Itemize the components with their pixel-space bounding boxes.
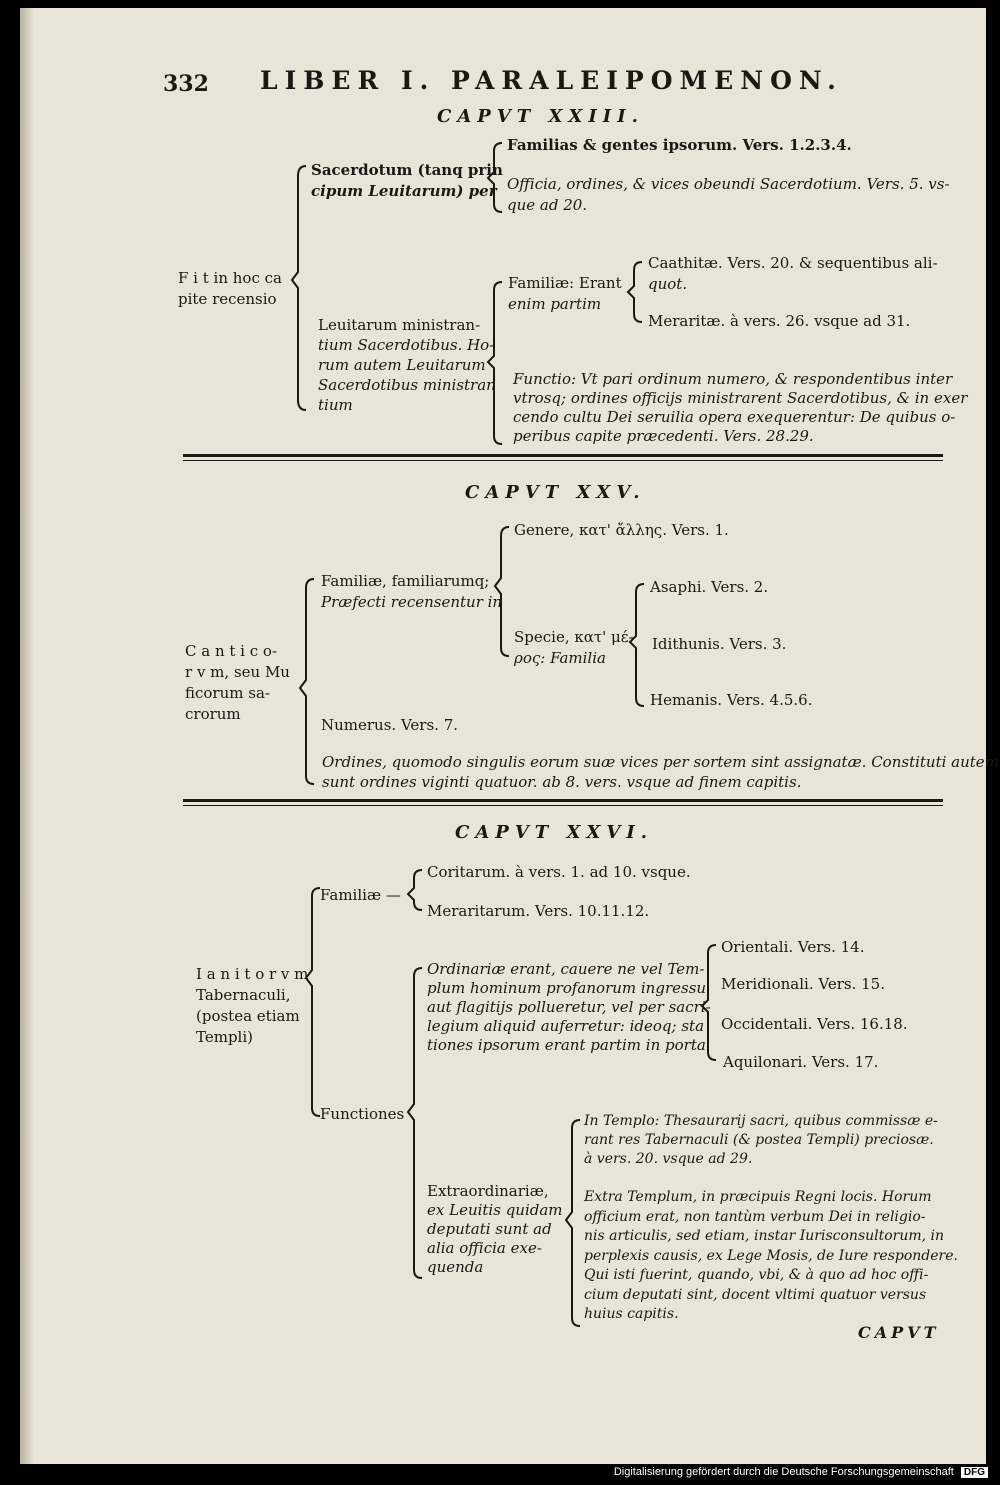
node-familiae: Familiæ, familiarumq;Præfecti recensentu… <box>321 572 503 611</box>
node-meraritae: Meraritæ. à vers. 26. vsque ad 31. <box>648 312 911 330</box>
section-divider <box>183 805 943 806</box>
node-ordinariae: Ordinariæ erant, cauere ne vel Tem-plum … <box>427 960 711 1054</box>
footer-text: Digitalisierung gefördert durch die Deut… <box>613 1466 954 1478</box>
digitization-footer: Digitalisierung gefördert durch die Deut… <box>614 1466 988 1478</box>
section-divider <box>183 799 943 802</box>
node-leuitarum: Leuitarum ministran-tium Sacerdotibus. H… <box>318 316 496 414</box>
page-number: 332 <box>163 71 209 97</box>
node-genere: Genere, κατ' ἄλλης. Vers. 1. <box>514 521 729 539</box>
node-functiones: Functiones <box>320 1105 405 1123</box>
chapter-title: CAPVT XXIII. <box>437 106 644 127</box>
node-officia: Officia, ordines, & vices obeundi Sacerd… <box>507 175 950 214</box>
node-ordines: Ordines, quomodo singulis eorum suæ vice… <box>322 753 999 791</box>
node-meridionali: Meridionali. Vers. 15. <box>721 975 885 993</box>
node-functio: Functio: Vt pari ordinum numero, & respo… <box>513 370 968 445</box>
node-orientali: Orientali. Vers. 14. <box>721 938 865 956</box>
node-idithunis: Idithunis. Vers. 3. <box>652 635 787 653</box>
running-head: LIBER I. PARALEIPOMENON. <box>260 66 843 95</box>
node-meraritarum: Meraritarum. Vers. 10.11.12. <box>427 902 650 920</box>
node-in-templo: In Templo: Thesaurarij sacri, quibus com… <box>584 1113 938 1167</box>
chapter-title: CAPVT XXV. <box>465 482 646 503</box>
chapter-title: CAPVT XXVI. <box>455 822 654 843</box>
node-occidentali: Occidentali. Vers. 16.18. <box>721 1015 908 1033</box>
node-familiae: Familiæ — <box>320 886 401 904</box>
node-familias: Familias & gentes ipsorum. Vers. 1.2.3.4… <box>507 136 852 154</box>
node-aquilonari: Aquilonari. Vers. 17. <box>723 1053 879 1071</box>
node-caathitae: Caathitæ. Vers. 20. & sequentibus ali-qu… <box>648 254 938 293</box>
section-divider <box>183 460 943 461</box>
node-asaphi: Asaphi. Vers. 2. <box>650 578 769 596</box>
book-page <box>20 8 986 1464</box>
dfg-logo-icon: DFG <box>960 1467 988 1478</box>
node-extra-templum: Extra Templum, in præcipuis Regni locis.… <box>584 1189 958 1322</box>
node-numerus: Numerus. Vers. 7. <box>321 716 458 734</box>
node-coritarum: Coritarum. à vers. 1. ad 10. vsque. <box>427 863 691 881</box>
catchword: CAPVT <box>858 1323 940 1342</box>
node-specie: Specie, κατ' μέ-ρος: Familia <box>514 628 634 667</box>
node-hemanis: Hemanis. Vers. 4.5.6. <box>650 691 813 709</box>
section-divider <box>183 454 943 457</box>
